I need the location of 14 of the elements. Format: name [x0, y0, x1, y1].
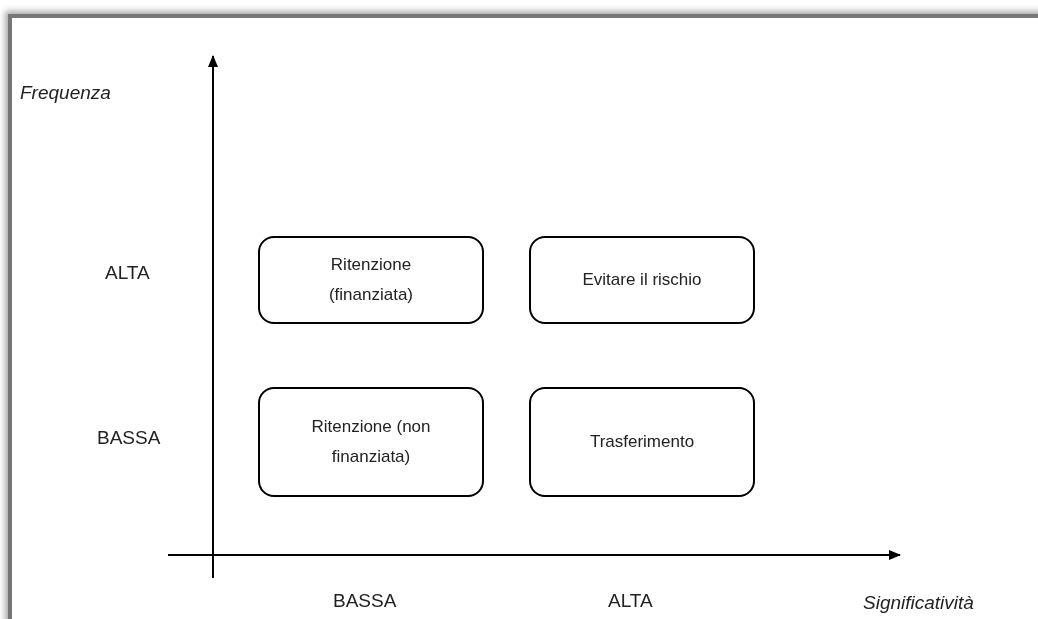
quadrant-text: Ritenzione (finanziata) — [327, 254, 415, 306]
quadrant-box — [529, 387, 755, 497]
axis-title: Frequenza — [20, 82, 111, 104]
quadrant-text: Ritenzione (non finanziata) — [310, 416, 432, 468]
quadrant-box — [529, 236, 755, 324]
quadrant-box — [258, 236, 484, 324]
axis-level-label: BASSA — [333, 590, 397, 612]
quadrant-text: Trasferimento — [588, 431, 696, 453]
quadrant-box — [258, 387, 484, 497]
axis-level-label: ALTA — [608, 590, 653, 612]
axis-level-label: BASSA — [97, 427, 161, 449]
axis-level-label: ALTA — [105, 262, 150, 284]
axis-title: Significatività — [863, 592, 974, 614]
quadrant-text: Evitare il rischio — [581, 269, 703, 291]
